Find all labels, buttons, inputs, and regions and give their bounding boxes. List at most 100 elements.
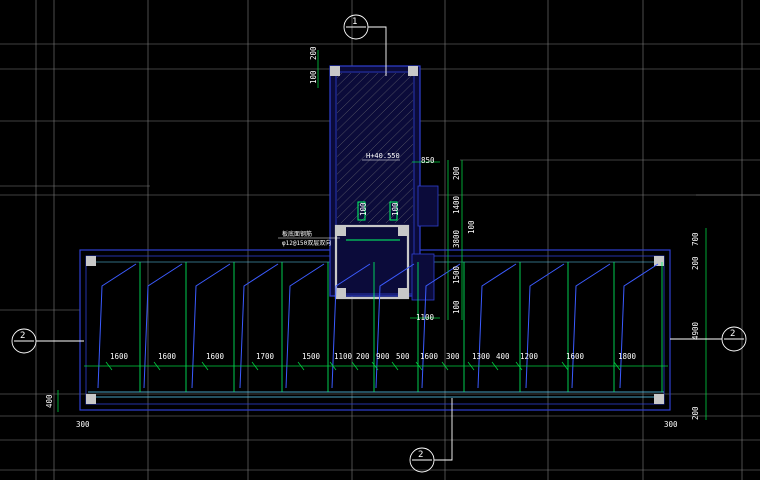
hatch-line (337, 126, 413, 201)
dim-wall-100a: 100 (359, 202, 368, 216)
bay-dimension-tick-9 (415, 361, 423, 371)
dim-850: 850 (421, 156, 435, 165)
axis-bubble-left-label: 2 (20, 331, 25, 341)
hatch-line (337, 143, 413, 219)
bay-dimension-tick-7 (371, 361, 379, 371)
rebar-stroke-5 (331, 263, 371, 389)
rebar-stroke-6 (375, 263, 415, 389)
bay-dimension-13: 1200 (520, 352, 539, 361)
dim-rr200b: 200 (691, 406, 700, 420)
dim-top-200: 200 (309, 46, 318, 60)
hatch-line (337, 73, 388, 123)
vertical-core (329, 65, 421, 300)
column-core-bl (336, 288, 346, 298)
hatch-line (349, 161, 413, 223)
rebar-stroke-8 (477, 263, 517, 389)
bay-dimension-tick-13 (515, 361, 523, 371)
hatch-line (337, 73, 397, 131)
dim-bl400: 400 (45, 394, 54, 408)
dim-wall-100b: 100 (391, 202, 400, 216)
dim-rr700: 700 (691, 232, 700, 246)
rebar-stroke-11 (619, 263, 659, 389)
axis-bubble-bottom: 2 (409, 398, 453, 473)
axis-bubble-left: 2 (11, 328, 84, 354)
bay-dimension-12: 400 (496, 352, 510, 361)
dim-r200a: 200 (452, 166, 461, 180)
hatch-line (337, 73, 406, 140)
bay-dimension-tick-10 (441, 361, 449, 371)
bay-dimension-tick-5 (329, 361, 337, 371)
axis-bubble-right: 2 (670, 326, 747, 352)
column-core-ml (336, 226, 346, 236)
rebar-stroke-3 (239, 263, 279, 389)
bay-dimension-11: 1300 (472, 352, 491, 361)
bay-dimension-tick-0 (105, 361, 113, 371)
bay-dimension-1: 1600 (158, 352, 177, 361)
core-rebar-marks (346, 201, 400, 241)
hatch-line (337, 82, 413, 158)
hatch-line (337, 117, 413, 193)
elevation-label: H+40.550 (366, 152, 400, 160)
dim-r1400: 1400 (452, 195, 461, 214)
hatch-line (367, 178, 413, 223)
side-opening-2 (411, 253, 435, 301)
dim-bl300: 300 (76, 420, 90, 429)
bay-dimension-9: 1600 (420, 352, 439, 361)
bay-dimension-2: 1600 (206, 352, 225, 361)
bay-dimension-tick-2 (201, 361, 209, 371)
rebar-stroke-1 (143, 263, 183, 389)
vertical-dimension-chains (57, 50, 707, 420)
bay-dimension-4: 1500 (302, 352, 321, 361)
rebar-note-line2: φ12@150双层双向 (282, 239, 331, 247)
rebar-note-line1: 板底面钢筋 (282, 230, 312, 238)
bay-dimension-tick-1 (153, 361, 161, 371)
dim-1100: 1100 (416, 313, 435, 322)
column-left-bottom (86, 394, 96, 404)
hatch-line (337, 134, 413, 210)
hatch-line (337, 99, 413, 175)
column-core-tr (408, 66, 418, 76)
dim-br300: 300 (664, 420, 678, 429)
axis-bubble-right-label: 2 (730, 329, 735, 339)
side-opening (417, 185, 439, 227)
dim-r100b: 100 (452, 300, 461, 314)
bay-dimension-tick-14 (561, 361, 569, 371)
dim-top-100: 100 (309, 70, 318, 84)
hatch-line (337, 73, 379, 114)
bay-dimension-tick-3 (251, 361, 259, 371)
bay-dimension-tick-8 (391, 361, 399, 371)
hatch-line (358, 169, 413, 223)
bay-dimension-15: 1800 (618, 352, 637, 361)
bay-dimension-tick-12 (491, 361, 499, 371)
bay-dimension-6: 200 (356, 352, 370, 361)
bay-dimension-10: 300 (446, 352, 460, 361)
rebar-stroke-10 (571, 263, 611, 389)
bay-dimension-0: 1600 (110, 352, 129, 361)
dim-rr4900: 4900 (691, 321, 700, 340)
column-left-top (86, 256, 96, 266)
rebar-stroke-4 (285, 263, 325, 389)
annotation-labels: H+40.550 板底面钢筋 φ12@150双层双向 (278, 152, 400, 247)
bay-dimension-14: 1600 (566, 352, 585, 361)
dimension-texts: 200 100 850 200 1400 100 3800 1500 100 1… (45, 46, 700, 429)
rebar-lines (97, 262, 663, 392)
dim-r100a: 100 (467, 220, 476, 234)
dim-r1500: 1500 (452, 265, 461, 284)
hatch-line (340, 152, 413, 223)
bay-dimension-8: 500 (396, 352, 410, 361)
bay-dimension-5: 1100 (334, 352, 353, 361)
rebar-stroke-2 (191, 263, 231, 389)
columns (86, 66, 664, 404)
axis-bubbles: 1 2 2 2 (11, 14, 747, 473)
bay-dimension-chain (84, 361, 668, 371)
column-core-tl (330, 66, 340, 76)
bay-dimension-3: 1700 (256, 352, 275, 361)
hatch-line (337, 91, 413, 166)
bay-dimension-tick-15 (613, 361, 621, 371)
bay-dimension-tick-4 (297, 361, 305, 371)
rebar-stroke-7 (421, 263, 461, 389)
column-core-mr (398, 226, 408, 236)
dim-r3800: 3800 (452, 229, 461, 248)
